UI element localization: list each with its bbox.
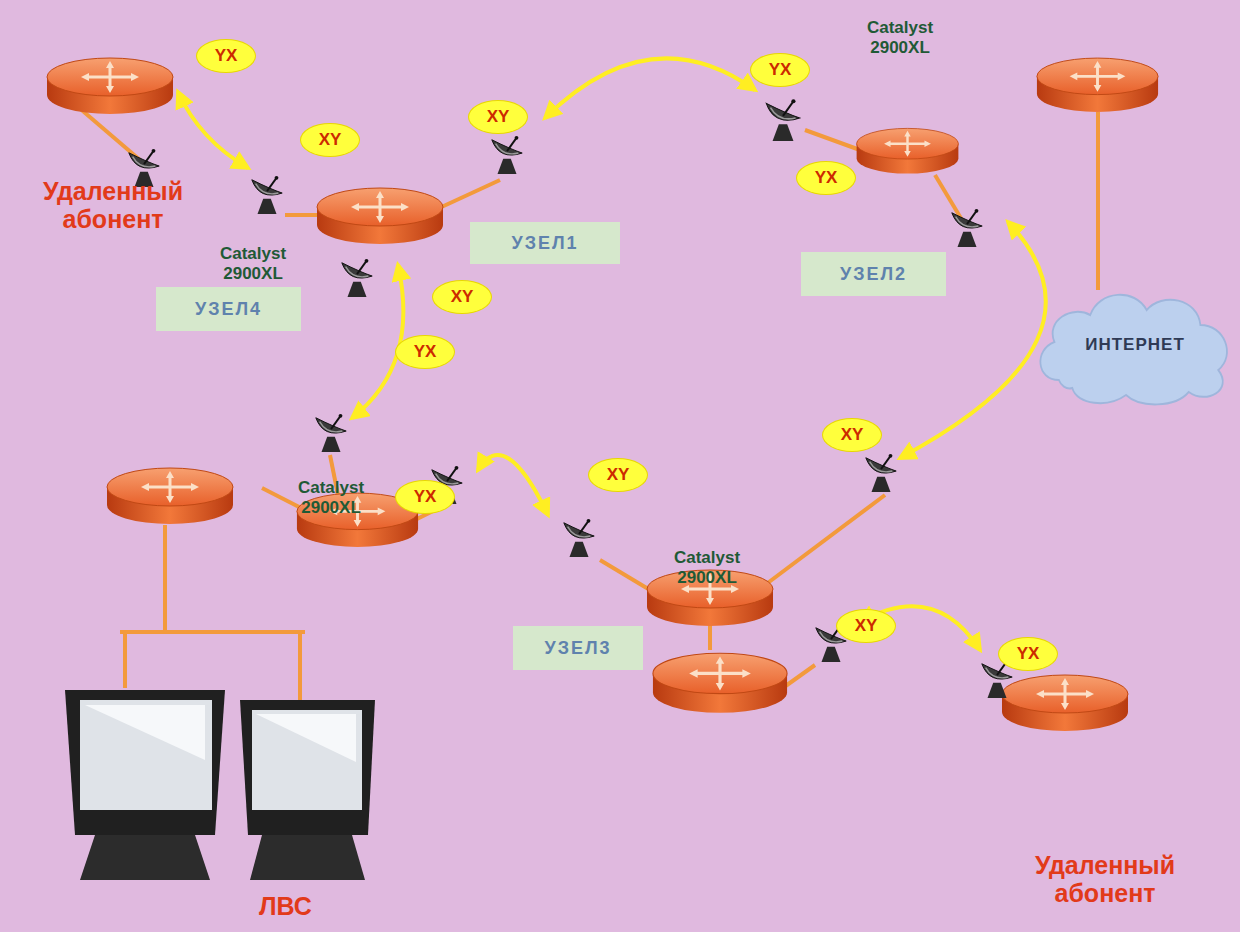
radio-link	[178, 58, 1046, 650]
node-text: УЗЕЛ4	[195, 299, 262, 320]
subscriber-label: Удаленный абонент	[8, 178, 218, 233]
node-text: XY	[451, 287, 474, 307]
device-label: Catalyst 2900XL	[198, 244, 308, 283]
link-direction-oval: YX	[751, 54, 809, 86]
node-text: YX	[414, 487, 437, 507]
device-label: Catalyst 2900XL	[845, 18, 955, 57]
link-direction-oval: XY	[301, 124, 359, 156]
node-text: XY	[487, 107, 510, 127]
node-text: XY	[855, 616, 878, 636]
link-direction-oval: XY	[837, 610, 895, 642]
link-direction-oval: XY	[823, 419, 881, 451]
link-direction-oval: YX	[396, 481, 454, 513]
link-direction-oval: XY	[589, 459, 647, 491]
link-direction-oval: XY	[433, 281, 491, 313]
node-box: УЗЕЛ4	[156, 287, 301, 331]
node-box: УЗЕЛ1	[470, 222, 620, 264]
node-text: XY	[319, 130, 342, 150]
subscriber-label: Удаленный абонент	[1000, 852, 1210, 907]
node-box: УЗЕЛ2	[801, 252, 946, 296]
link-direction-oval: YX	[197, 40, 255, 72]
satellite-dish	[129, 99, 1012, 698]
internet-cloud: ИНТЕРНЕТ	[1032, 280, 1238, 410]
node-box: УЗЕЛ3	[513, 626, 643, 670]
link-direction-oval: YX	[396, 336, 454, 368]
node-text: XY	[841, 425, 864, 445]
node-text: ИНТЕРНЕТ	[1085, 335, 1185, 355]
device-label: Catalyst 2900XL	[652, 548, 762, 587]
node-text: УЗЕЛ2	[840, 264, 907, 285]
wire	[70, 100, 1098, 715]
node-text: YX	[1017, 644, 1040, 664]
link-direction-oval: XY	[469, 101, 527, 133]
node-text: YX	[215, 46, 238, 66]
monitor	[65, 690, 375, 880]
device-label: Catalyst 2900XL	[276, 478, 386, 517]
link-direction-oval: YX	[797, 162, 855, 194]
node-text: YX	[414, 342, 437, 362]
lan-label: ЛВС	[259, 892, 312, 921]
link-direction-oval: YX	[999, 638, 1057, 670]
node-text: УЗЕЛ1	[511, 233, 578, 254]
router	[47, 58, 1158, 731]
node-text: YX	[815, 168, 838, 188]
node-text: YX	[769, 60, 792, 80]
node-text: XY	[607, 465, 630, 485]
node-text: УЗЕЛ3	[544, 638, 611, 659]
